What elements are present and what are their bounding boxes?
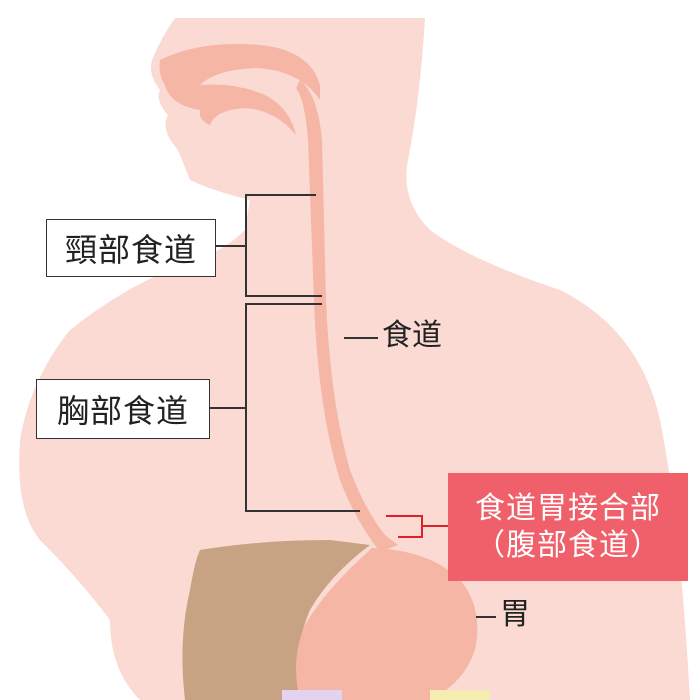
cervical-label: 頸部食道 — [64, 231, 197, 269]
stomach — [296, 548, 478, 700]
cervical-label-box: 頸部食道 — [46, 219, 216, 277]
esophagus-label: 食道 — [382, 318, 442, 353]
oral-cavity — [159, 44, 320, 135]
stomach-label: 胃 — [500, 597, 530, 632]
thoracic-label: 胸部食道 — [56, 392, 189, 430]
junction-label-line1: 食道胃接合部 — [475, 490, 661, 526]
junction-label-box: 食道胃接合部 （腹部食道） — [448, 473, 688, 581]
liver — [182, 540, 370, 700]
thoracic-label-box: 胸部食道 — [36, 379, 210, 439]
junction-label-line2: （腹部食道） — [475, 528, 661, 563]
esophagus-tube — [296, 80, 398, 552]
bottom-strip-yellow — [430, 690, 490, 700]
bottom-strip-purple — [282, 690, 342, 700]
